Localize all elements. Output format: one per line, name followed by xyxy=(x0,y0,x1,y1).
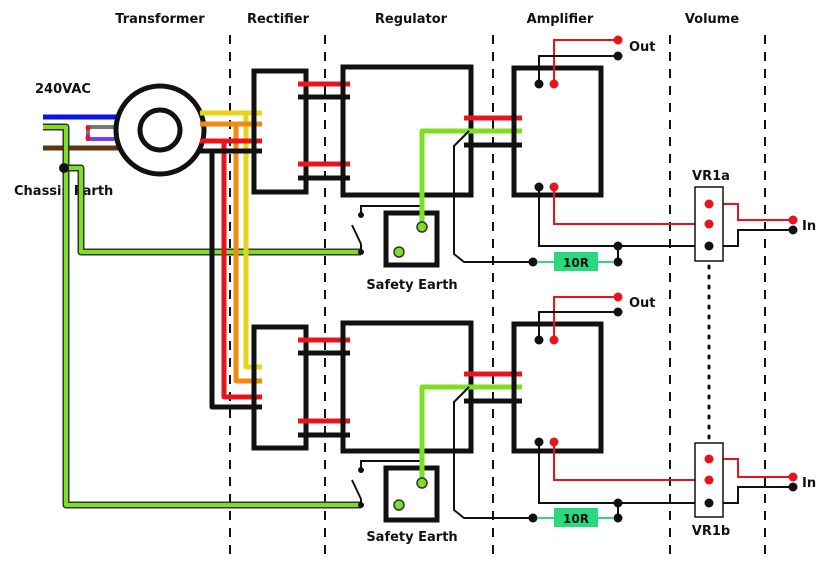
in-black xyxy=(538,442,709,504)
in-terminal-black xyxy=(788,482,798,492)
link-gray xyxy=(86,125,118,137)
heading-regulator: Regulator xyxy=(375,12,448,27)
in-label-bottom: In xyxy=(802,476,816,491)
terminal-red xyxy=(549,79,559,89)
in-label-top: In xyxy=(802,219,816,234)
res-terminal xyxy=(613,513,623,523)
link-terminal xyxy=(85,135,91,141)
safety-earth-box-bottom xyxy=(383,465,440,523)
earth-terminal xyxy=(393,246,405,258)
out-label-top: Out xyxy=(629,40,656,55)
amplifier-bottom xyxy=(511,321,604,454)
out-label-bottom: Out xyxy=(629,296,656,311)
out-terminal-black xyxy=(613,307,623,317)
switch-terminal xyxy=(358,467,364,473)
input-wires-top xyxy=(538,187,793,262)
rectifier-bottom xyxy=(251,324,309,451)
ground-return-top xyxy=(453,130,533,263)
heading-transformer: Transformer xyxy=(115,12,205,27)
junction xyxy=(613,498,623,508)
earth-loop-top xyxy=(419,128,522,227)
resistor-top xyxy=(554,252,598,271)
heading-amplifier: Amplifier xyxy=(527,12,594,27)
earth-loop-bottom xyxy=(419,384,522,483)
ground-return-bottom xyxy=(453,386,533,519)
terminal-black xyxy=(534,79,544,89)
res-terminal xyxy=(613,257,623,267)
out-terminal-black xyxy=(613,51,623,61)
amp-in-black xyxy=(534,437,544,447)
amp-in-black xyxy=(534,182,544,192)
pot-terminal-red xyxy=(704,219,714,229)
section-dividers xyxy=(229,35,766,555)
mains-label: 240VAC xyxy=(35,82,91,97)
pot-terminal-red xyxy=(704,454,714,464)
volume-pot-label-top: VR1a xyxy=(692,169,730,184)
earth-wires xyxy=(43,123,361,509)
out-black xyxy=(538,55,618,84)
junction xyxy=(613,241,623,251)
amp-in-red xyxy=(549,182,559,192)
output-wires-bottom xyxy=(538,296,618,340)
in-terminal-red xyxy=(788,472,798,482)
in-terminal-black xyxy=(788,225,798,235)
in-terminal-red xyxy=(788,215,798,225)
out-red xyxy=(553,39,618,84)
secondary-orange xyxy=(200,121,262,384)
resistor-bottom xyxy=(554,508,598,527)
out-red xyxy=(553,296,618,340)
chassis-earth-node xyxy=(59,163,69,173)
out-terminal-red xyxy=(613,35,623,45)
res-terminal xyxy=(528,513,538,523)
out-black xyxy=(538,311,618,340)
link-terminal xyxy=(85,125,91,131)
transformer-inner-ring xyxy=(137,107,183,153)
earth-terminal xyxy=(416,221,428,233)
earth-wire-main xyxy=(43,125,361,507)
link-purple xyxy=(86,134,118,141)
resistor-label-top: 10R xyxy=(563,256,589,270)
volume-pot-label-bottom: VR1b xyxy=(692,524,730,539)
earth-terminal xyxy=(416,477,428,489)
switch-blade xyxy=(351,479,362,500)
secondary-black xyxy=(200,148,262,410)
res-terminal xyxy=(528,257,538,267)
pot-terminal-red xyxy=(704,199,714,209)
switch-blade xyxy=(351,224,362,245)
resistor-label-bottom: 10R xyxy=(563,512,589,526)
pot-terminal-black xyxy=(704,498,714,508)
amp-in-red xyxy=(549,437,559,447)
amplifier-top xyxy=(511,65,604,198)
safety-earth-label-bottom: Safety Earth xyxy=(366,530,457,545)
switch-terminal xyxy=(358,249,364,255)
out-terminal-red xyxy=(613,292,623,302)
heading-volume: Volume xyxy=(685,12,740,27)
switch-terminal xyxy=(358,212,364,218)
switch-terminal xyxy=(358,502,364,508)
safety-earth-box-top xyxy=(383,210,440,268)
in-black xyxy=(538,187,709,247)
earth-wire-top xyxy=(66,166,361,254)
in-red xyxy=(553,442,709,481)
heading-rectifier: Rectifier xyxy=(247,12,310,27)
pot-terminal-red xyxy=(704,475,714,485)
earth-terminal xyxy=(393,499,405,511)
output-wires-top xyxy=(538,39,618,84)
transformer xyxy=(113,83,207,177)
terminal-black xyxy=(534,335,544,345)
pot-terminal-black xyxy=(704,241,714,251)
rectifier-top xyxy=(251,68,309,195)
terminal-red xyxy=(549,335,559,345)
safety-earth-label-top: Safety Earth xyxy=(366,278,457,293)
in-red xyxy=(553,187,709,225)
mains-wires xyxy=(43,114,120,151)
secondary-red xyxy=(200,138,262,400)
